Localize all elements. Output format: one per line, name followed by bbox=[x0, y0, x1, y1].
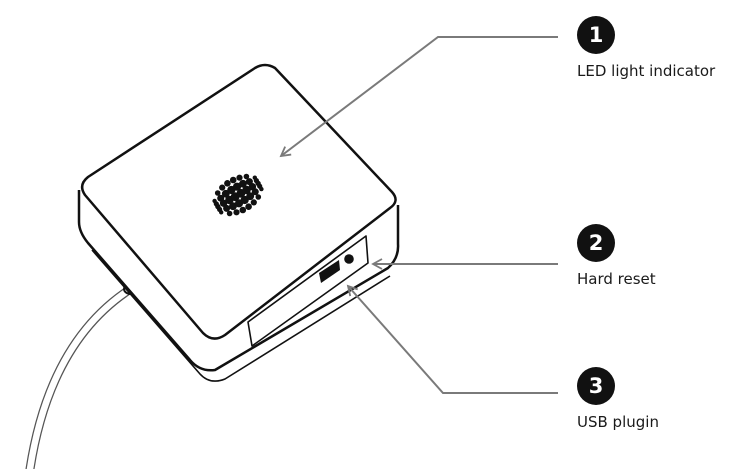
led-dot bbox=[250, 199, 257, 206]
usb-port-icon bbox=[319, 260, 340, 283]
leader-line-1 bbox=[279, 36, 558, 158]
led-dot bbox=[223, 204, 231, 212]
led-dot bbox=[236, 174, 243, 181]
led-dot bbox=[245, 203, 252, 210]
led-dot bbox=[243, 173, 250, 180]
led-dot bbox=[226, 210, 233, 217]
device-base-edge bbox=[91, 249, 391, 382]
led-dot bbox=[259, 186, 264, 192]
led-dot bbox=[233, 209, 240, 216]
led-dot bbox=[246, 192, 255, 201]
leader-lines bbox=[279, 36, 558, 394]
led-dot bbox=[219, 184, 226, 191]
callout-label: USB plugin bbox=[577, 413, 659, 431]
callout-label: LED light indicator bbox=[577, 62, 716, 80]
hub-device bbox=[77, 63, 400, 382]
led-dot bbox=[251, 188, 259, 196]
callout-led-light-indicator: 1 LED light indicator bbox=[577, 16, 747, 80]
callout-number-badge: 3 bbox=[577, 367, 615, 405]
led-dot bbox=[229, 202, 237, 211]
led-dot-pattern-icon bbox=[212, 173, 264, 217]
led-dot bbox=[219, 210, 224, 215]
power-cable bbox=[25, 283, 139, 469]
callout-number-badge: 1 bbox=[577, 16, 615, 54]
led-dot bbox=[242, 185, 251, 195]
led-dot bbox=[232, 182, 242, 191]
leader-line-3 bbox=[346, 284, 558, 394]
callout-label: Hard reset bbox=[577, 270, 656, 288]
led-dot bbox=[214, 190, 221, 196]
callout-usb-plugin: 3 USB plugin bbox=[577, 367, 747, 431]
led-dot bbox=[239, 179, 247, 188]
callout-number-badge: 2 bbox=[577, 224, 615, 262]
led-dot bbox=[224, 180, 231, 187]
led-dot bbox=[255, 194, 262, 200]
reset-pinhole-icon bbox=[344, 254, 354, 264]
callout-hard-reset: 2 Hard reset bbox=[577, 224, 747, 288]
led-dot bbox=[229, 176, 237, 184]
led-dot bbox=[239, 206, 247, 214]
